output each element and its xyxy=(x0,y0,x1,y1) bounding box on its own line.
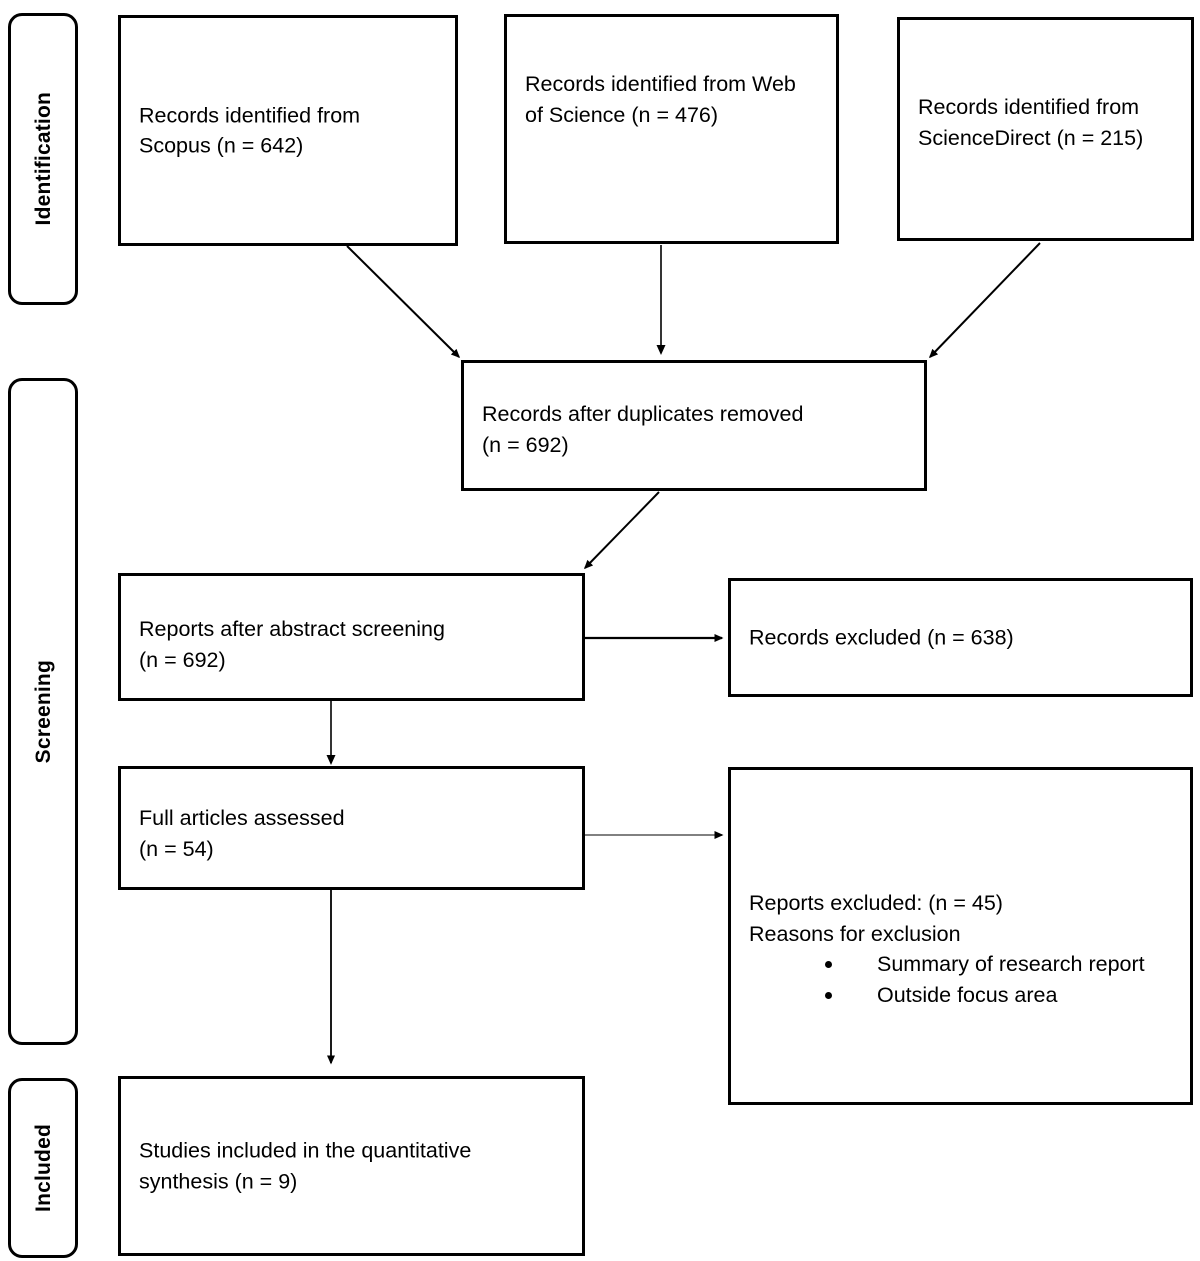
box-full-articles-assessed-line1: Full articles assessed xyxy=(139,806,345,830)
box-records-web-of-science-line2: of Science (n = 476) xyxy=(525,102,719,127)
list-item: Outside focus area xyxy=(819,980,1176,1011)
box-studies-included-text: Studies included in the quantitative syn… xyxy=(139,1135,568,1196)
phase-label-screening: Screening xyxy=(8,378,78,1045)
box-studies-included: Studies included in the quantitative syn… xyxy=(118,1076,585,1256)
arrow-sciencedirect-to-duplicates xyxy=(928,242,1041,359)
reports-excluded-reasons-list: Summary of research report Outside focus… xyxy=(749,949,1176,1010)
box-records-sciencedirect-line1: Records identified from xyxy=(918,95,1140,119)
box-records-sciencedirect-text: Records identified from ScienceDirect (n… xyxy=(918,92,1177,153)
box-reports-excluded-line1: Reports excluded: (n = 45) xyxy=(749,891,1003,915)
phase-label-included: Included xyxy=(8,1078,78,1258)
box-reports-excluded: Reports excluded: (n = 45) Reasons for e… xyxy=(728,767,1193,1105)
box-duplicates-removed-line1: Records after duplicates removed xyxy=(482,402,804,426)
box-records-excluded: Records excluded (n = 638) xyxy=(728,578,1193,697)
box-records-scopus-text: Records identified from Scopus (n = 642) xyxy=(139,100,441,161)
box-abstract-screening: Reports after abstract screening (n = 69… xyxy=(118,573,585,701)
box-records-scopus: Records identified from Scopus (n = 642) xyxy=(118,15,458,246)
box-abstract-screening-line1: Reports after abstract screening xyxy=(139,617,445,641)
box-duplicates-removed-text: Records after duplicates removed (n = 69… xyxy=(482,399,910,460)
box-full-articles-assessed: Full articles assessed (n = 54) xyxy=(118,766,585,890)
box-records-scopus-line1: Records identified from xyxy=(139,102,361,127)
box-full-articles-assessed-line2: (n = 54) xyxy=(139,836,214,861)
phase-label-screening-text: Screening xyxy=(31,659,55,764)
arrow-scopus-to-duplicates xyxy=(346,245,461,359)
box-duplicates-removed-line2: (n = 692) xyxy=(482,432,569,457)
box-records-sciencedirect: Records identified from ScienceDirect (n… xyxy=(897,17,1194,241)
box-records-excluded-line1: Records excluded (n = 638) xyxy=(749,625,1014,650)
phase-label-included-text: Included xyxy=(31,1124,55,1212)
arrow-duplicates-to-screening xyxy=(583,491,660,570)
box-duplicates-removed: Records after duplicates removed (n = 69… xyxy=(461,360,927,491)
phase-label-identification-text: Identification xyxy=(31,92,55,226)
box-records-scopus-line2: Scopus (n = 642) xyxy=(139,133,304,158)
box-abstract-screening-line2: (n = 692) xyxy=(139,647,226,672)
phase-label-identification: Identification xyxy=(8,13,78,305)
box-studies-included-line1: Studies included in the quantitative xyxy=(139,1138,472,1163)
box-studies-included-line2: synthesis (n = 9) xyxy=(139,1169,298,1193)
box-full-articles-assessed-text: Full articles assessed (n = 54) xyxy=(139,803,568,864)
list-item: Summary of research report xyxy=(819,949,1176,980)
box-records-web-of-science-line1: Records identified from Web xyxy=(525,72,796,96)
box-records-excluded-text: Records excluded (n = 638) xyxy=(749,622,1176,653)
box-abstract-screening-text: Reports after abstract screening (n = 69… xyxy=(139,614,568,675)
box-records-web-of-science: Records identified from Web of Science (… xyxy=(504,14,839,244)
box-reports-excluded-text: Reports excluded: (n = 45) Reasons for e… xyxy=(749,888,1176,1010)
box-records-web-of-science-text: Records identified from Web of Science (… xyxy=(525,69,822,130)
box-records-sciencedirect-line2: ScienceDirect (n = 215) xyxy=(918,125,1144,150)
box-reports-excluded-line2: Reasons for exclusion xyxy=(749,921,961,946)
